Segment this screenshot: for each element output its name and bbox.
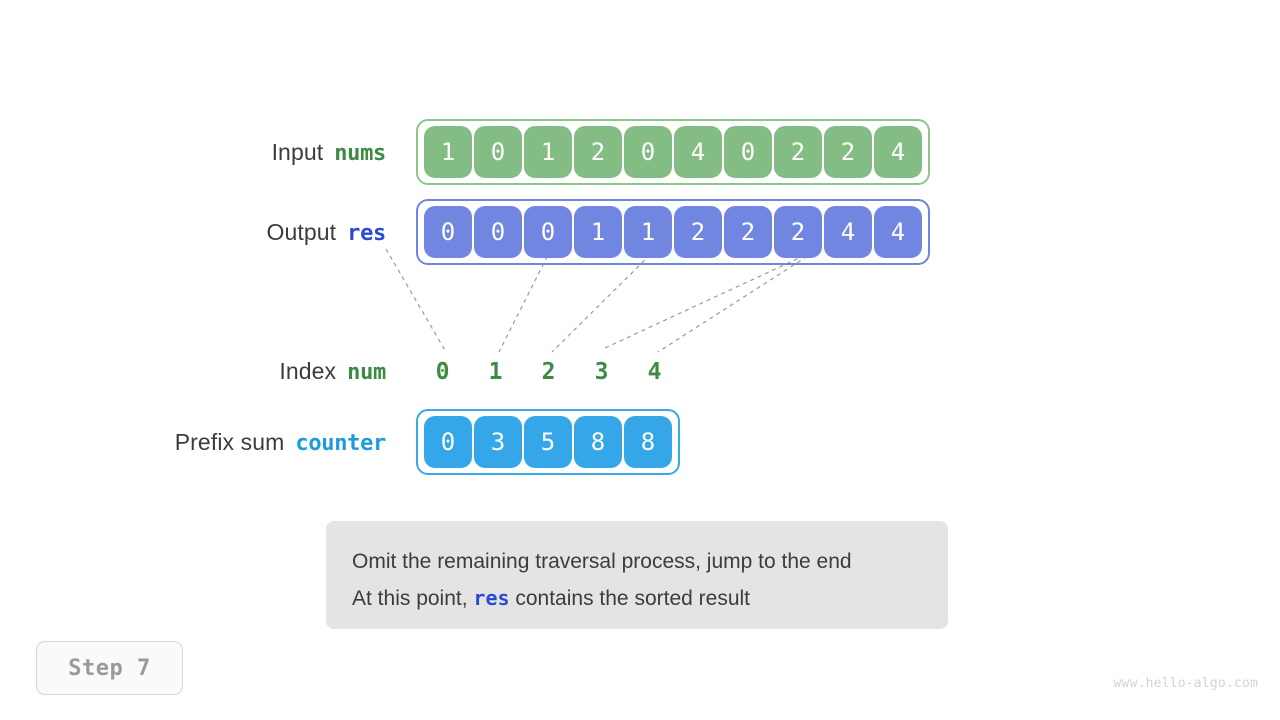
row-index-label-text: Index <box>279 358 337 384</box>
nums-cell: 0 <box>724 126 772 178</box>
caption-line-2-var: res <box>473 586 510 610</box>
counter-cell: 8 <box>574 416 622 468</box>
nums-cell: 2 <box>574 126 622 178</box>
row-output-label-var: res <box>347 220 386 246</box>
res-cell: 2 <box>674 206 722 258</box>
res-cell: 1 <box>624 206 672 258</box>
res-cell: 2 <box>774 206 822 258</box>
caption-line-2: At this point, res contains the sorted r… <box>352 580 922 617</box>
res7-to-num3 <box>604 251 813 349</box>
row-output-label: Output res <box>256 218 387 246</box>
index-value: 4 <box>647 359 662 385</box>
counter-cell: 5 <box>524 416 572 468</box>
res-cell: 4 <box>824 206 872 258</box>
nums-cell: 2 <box>774 126 822 178</box>
caption-box: Omit the remaining traversal process, ju… <box>326 521 948 629</box>
row-index-label-var: num <box>347 360 386 385</box>
nums-cell: 4 <box>874 126 922 178</box>
nums-cell: 0 <box>474 126 522 178</box>
caption-line-2-after: contains the sorted result <box>509 587 750 610</box>
index-values: 0 1 2 3 4 <box>416 359 681 385</box>
res-cell: 0 <box>424 206 472 258</box>
index-value: 2 <box>541 359 556 385</box>
counter-cell: 8 <box>624 416 672 468</box>
counter-cell: 0 <box>424 416 472 468</box>
index-value: 0 <box>435 359 450 385</box>
nums-cell: 2 <box>824 126 872 178</box>
counter-cell: 3 <box>474 416 522 468</box>
res-cell: 4 <box>874 206 922 258</box>
index-value: 1 <box>488 359 503 385</box>
res7b-to-num4 <box>657 251 815 353</box>
row-input-label: Input nums <box>256 138 387 166</box>
row-output-label-text: Output <box>266 218 337 245</box>
caption-line-1: Omit the remaining traversal process, ju… <box>352 550 852 573</box>
res-cell: 1 <box>574 206 622 258</box>
res-cell: 2 <box>724 206 772 258</box>
watermark: www.hello-algo.com <box>1113 676 1258 691</box>
row-input-label-text: Input <box>271 138 324 165</box>
nums-cell: 4 <box>674 126 722 178</box>
step-badge-label: Step 7 <box>68 655 151 681</box>
nums-cell: 1 <box>424 126 472 178</box>
row-index-label: Index num <box>270 358 386 385</box>
row-prefix-label-var: counter <box>295 430 386 456</box>
nums-cell: 0 <box>624 126 672 178</box>
row-input-label-var: nums <box>334 140 386 166</box>
caption-line-2-before: At this point, <box>352 587 474 610</box>
step-badge: Step 7 <box>36 641 183 695</box>
res-cell: 0 <box>474 206 522 258</box>
row-index: Index num 0 1 2 3 4 <box>270 358 681 385</box>
nums-cell: 1 <box>524 126 572 178</box>
row-prefix-label: Prefix sum counter <box>156 428 387 456</box>
row-prefix-label-text: Prefix sum <box>174 428 285 455</box>
index-value: 3 <box>594 359 609 385</box>
res-cell: 0 <box>524 206 572 258</box>
